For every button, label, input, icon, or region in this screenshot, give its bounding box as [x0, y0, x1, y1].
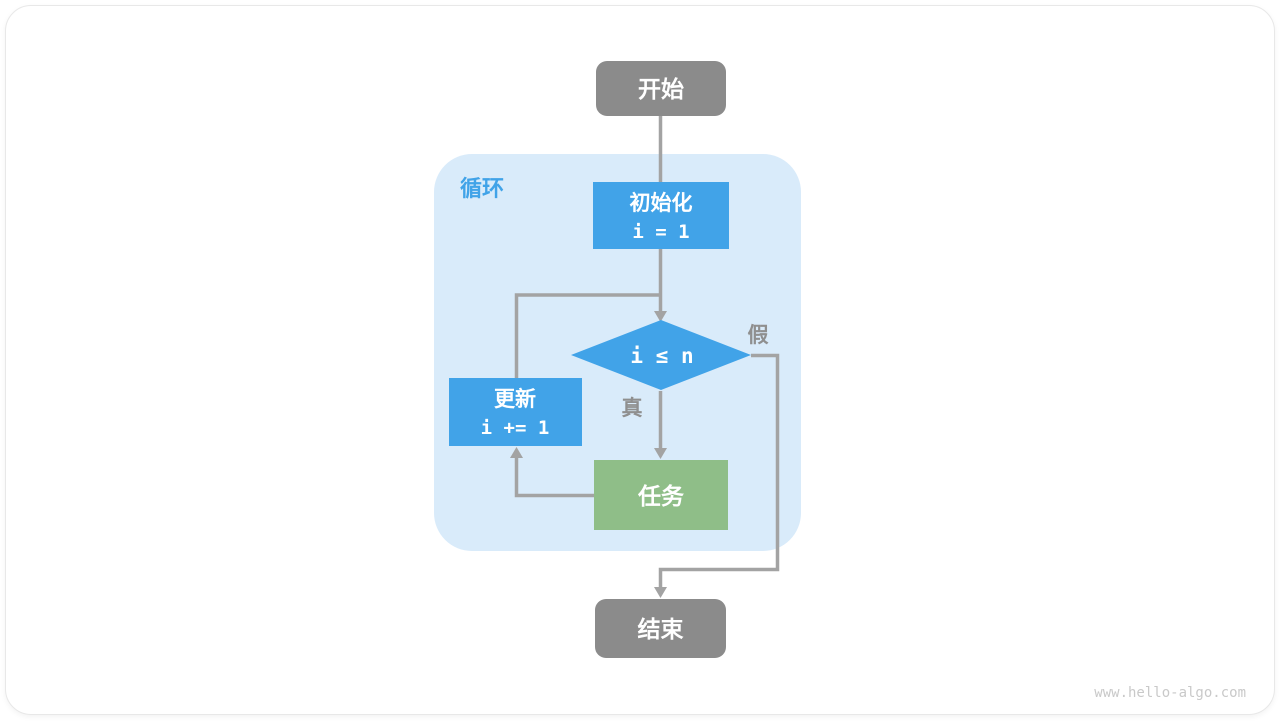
init-label-line1: 初始化 [630, 191, 693, 215]
flowchart-canvas: 循环 开始 初始化 i = 1 i ≤ n 假 真 更新 i += 1 任务 结… [6, 6, 1280, 726]
false-branch-label: 假 [748, 323, 769, 347]
end-label: 结束 [638, 617, 685, 643]
loop-label: 循环 [460, 176, 504, 202]
update-label-line2: i += 1 [481, 417, 550, 439]
page-card: 循环 开始 初始化 i = 1 i ≤ n 假 真 更新 i += 1 任务 结… [5, 5, 1275, 715]
true-branch-label: 真 [622, 396, 643, 420]
start-label: 开始 [638, 76, 684, 103]
watermark-text: www.hello-algo.com [1094, 685, 1246, 701]
update-label-line1: 更新 [494, 387, 536, 411]
init-label-line2: i = 1 [632, 221, 689, 243]
condition-label: i ≤ n [630, 344, 693, 368]
arrowhead-into-end [654, 587, 667, 598]
task-label: 任务 [637, 483, 685, 510]
